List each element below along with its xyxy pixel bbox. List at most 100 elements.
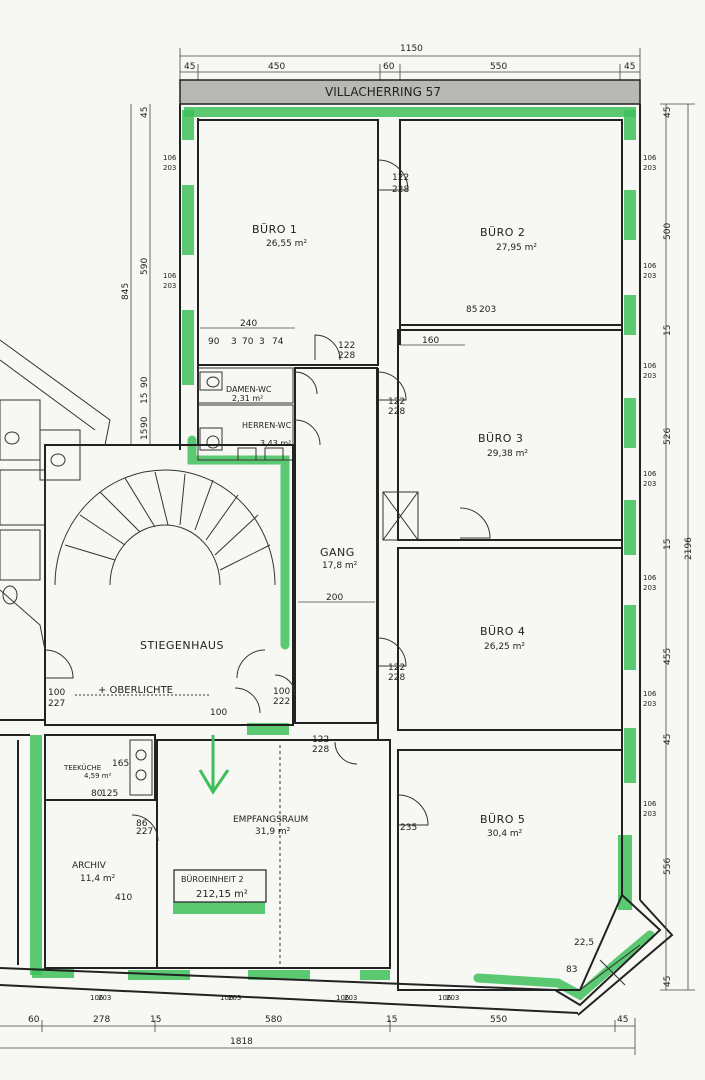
- door-tag-h1: 228: [392, 185, 409, 195]
- dim-right-a: 45: [663, 107, 673, 118]
- dim-3b: 3: [259, 337, 265, 347]
- dim-bottom-g: 45: [617, 1015, 628, 1025]
- street-label: VILLACHERRING 57: [325, 85, 441, 99]
- left-dimension-lines: 45 590 845 90 15 90 15: [121, 104, 151, 445]
- door-tag-w2: 122: [388, 397, 405, 407]
- dim-left-f: 90: [140, 416, 150, 428]
- door-tag-h2: 228: [388, 407, 405, 417]
- bueroeinheit-name: BÜROEINHEIT 2: [181, 874, 244, 884]
- teekueche-area: 4,59 m²: [84, 772, 112, 780]
- dim-bottom-d: 580: [265, 1015, 282, 1025]
- win-r3-top: 106: [643, 362, 657, 370]
- dim-83: 83: [566, 965, 577, 975]
- win-b2-top: 106: [220, 994, 234, 1002]
- dim-227-archiv: 227: [136, 827, 153, 837]
- gang-width: 200: [326, 593, 343, 603]
- herren-wc-area: 3,43 m²: [260, 439, 291, 448]
- dim-left-a: 45: [140, 107, 150, 118]
- dim-left-d: 90: [140, 376, 150, 388]
- win-r4-bot: 203: [643, 480, 656, 488]
- archiv-name: ARCHIV: [72, 861, 107, 871]
- room-labels: BÜRO 1 26,55 m² BÜRO 2 27,95 m² BÜRO 3 2…: [63, 223, 537, 903]
- dim-bottom-a: 60: [28, 1015, 40, 1025]
- win-b4-top: 106: [438, 994, 452, 1002]
- win-r6-top: 106: [643, 690, 657, 698]
- door-tag-h3: 228: [388, 673, 405, 683]
- buero4-area: 26,25 m²: [484, 642, 525, 652]
- dim-125: 125: [101, 789, 118, 799]
- win-b1-bot: 203: [98, 994, 111, 1002]
- buero1-name: BÜRO 1: [252, 223, 297, 236]
- damen-wc-name: DAMEN-WC: [226, 385, 272, 394]
- dim-203-b2: 203: [479, 305, 496, 315]
- dim-bottom-e: 15: [386, 1015, 397, 1025]
- window-labels-right: 106 203 106 203 106 203 106 203 106 203 …: [90, 154, 657, 1002]
- dim-left-c: 845: [121, 283, 131, 300]
- door-tag-h5: 228: [312, 745, 329, 755]
- win-b4-bot: 203: [446, 994, 459, 1002]
- dim-bottom-total: 1818: [230, 1037, 253, 1047]
- dim-100-right: 100: [273, 687, 290, 697]
- buero1-area: 26,55 m²: [266, 239, 307, 249]
- win-b1-top: 106: [90, 994, 104, 1002]
- dim-left-g: 15: [140, 429, 150, 440]
- dim-222: 222: [273, 697, 290, 707]
- dim-left-e: 15: [140, 393, 150, 404]
- dim-100-left: 100: [48, 688, 65, 698]
- buero5-area: 30,4 m²: [487, 829, 523, 839]
- dim-top-c: 60: [383, 62, 395, 72]
- win-r7-bot: 203: [643, 810, 656, 818]
- dim-top-e: 45: [624, 62, 635, 72]
- win-b3-bot: 203: [344, 994, 357, 1002]
- dim-85: 85: [466, 305, 477, 315]
- buero2-area: 27,95 m²: [496, 243, 537, 253]
- dim-227-left: 227: [48, 699, 65, 709]
- dim-right-total: 2196: [684, 537, 694, 560]
- win-l1-top: 106: [163, 154, 177, 162]
- dim-bottom-f: 550: [490, 1015, 507, 1025]
- dim-235: 235: [400, 823, 417, 833]
- archiv-area: 11,4 m²: [80, 874, 116, 884]
- dim-bottom-c: 15: [150, 1015, 161, 1025]
- teekueche-name: TEEKÜCHE: [63, 763, 101, 772]
- herren-wc-name: HERREN-WC: [242, 421, 292, 430]
- dim-top-total: 1150: [400, 44, 423, 54]
- dim-right-h: 556: [663, 858, 673, 875]
- gang-name: GANG: [320, 546, 355, 559]
- spiral-stairs: [54, 469, 276, 586]
- gang-area: 17,8 m²: [322, 561, 358, 571]
- buero3-area: 29,38 m²: [487, 449, 528, 459]
- dim-right-c: 15: [663, 325, 673, 336]
- dim-3a: 3: [231, 337, 237, 347]
- dim-160: 160: [422, 336, 439, 346]
- buero2-name: BÜRO 2: [480, 226, 525, 239]
- win-l1-bot: 203: [163, 164, 176, 172]
- dim-90: 90: [208, 337, 220, 347]
- oberlichte-label: + OBERLICHTE: [98, 685, 173, 696]
- door-tag-w3: 122: [388, 663, 405, 673]
- win-b3-top: 106: [336, 994, 350, 1002]
- win-r2-top: 106: [643, 262, 657, 270]
- win-r5-bot: 203: [643, 584, 656, 592]
- door-tag-w4: 122: [338, 341, 355, 351]
- empfang-area: 31,9 m²: [255, 827, 291, 837]
- bottom-dimension-lines: 60 278 15 580 15 550 45 1818: [0, 1015, 636, 1055]
- win-r4-top: 106: [643, 470, 657, 478]
- empfang-name: EMPFANGSRAUM: [233, 815, 308, 825]
- archiv-dim: 410: [115, 893, 132, 903]
- dim-left-b: 590: [140, 258, 150, 275]
- dim-right-b: 500: [663, 223, 673, 240]
- buero4-name: BÜRO 4: [480, 625, 525, 638]
- right-dimension-lines: 2196 45 500 15 526 15 455 45 556 45: [660, 103, 695, 991]
- dim-top-a: 45: [184, 62, 195, 72]
- dim-70: 70: [242, 337, 254, 347]
- win-l2-top: 106: [163, 272, 177, 280]
- door-swings: [44, 159, 641, 991]
- street-band: [179, 79, 641, 105]
- buero5-name: BÜRO 5: [480, 813, 525, 826]
- win-b2-bot: 203: [228, 994, 241, 1002]
- win-r5-top: 106: [643, 574, 657, 582]
- dim-right-d: 526: [663, 428, 673, 445]
- entrance-arrow-icon: [198, 735, 230, 795]
